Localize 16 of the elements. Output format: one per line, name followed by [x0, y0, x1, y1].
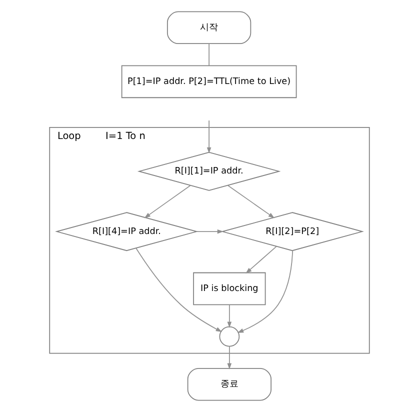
arrow — [227, 346, 232, 370]
arrow — [136, 248, 222, 332]
node-box: 시작 — [166, 11, 252, 44]
arrow — [144, 185, 191, 218]
node-circle — [219, 326, 240, 347]
arrow — [206, 120, 212, 154]
node-box: 종료 — [187, 368, 272, 401]
arrow — [228, 185, 275, 218]
arrow — [237, 250, 294, 333]
arrow — [246, 246, 277, 274]
connector — [208, 43, 210, 66]
node-diamond: R[I][1]=IP addr. — [137, 152, 281, 191]
node-box: P[1]=IP addr. P[2]=TTL(Time to Live) — [121, 65, 297, 98]
arrow — [227, 304, 232, 328]
node-box: IP is blocking — [193, 272, 266, 306]
arrow — [196, 229, 224, 234]
